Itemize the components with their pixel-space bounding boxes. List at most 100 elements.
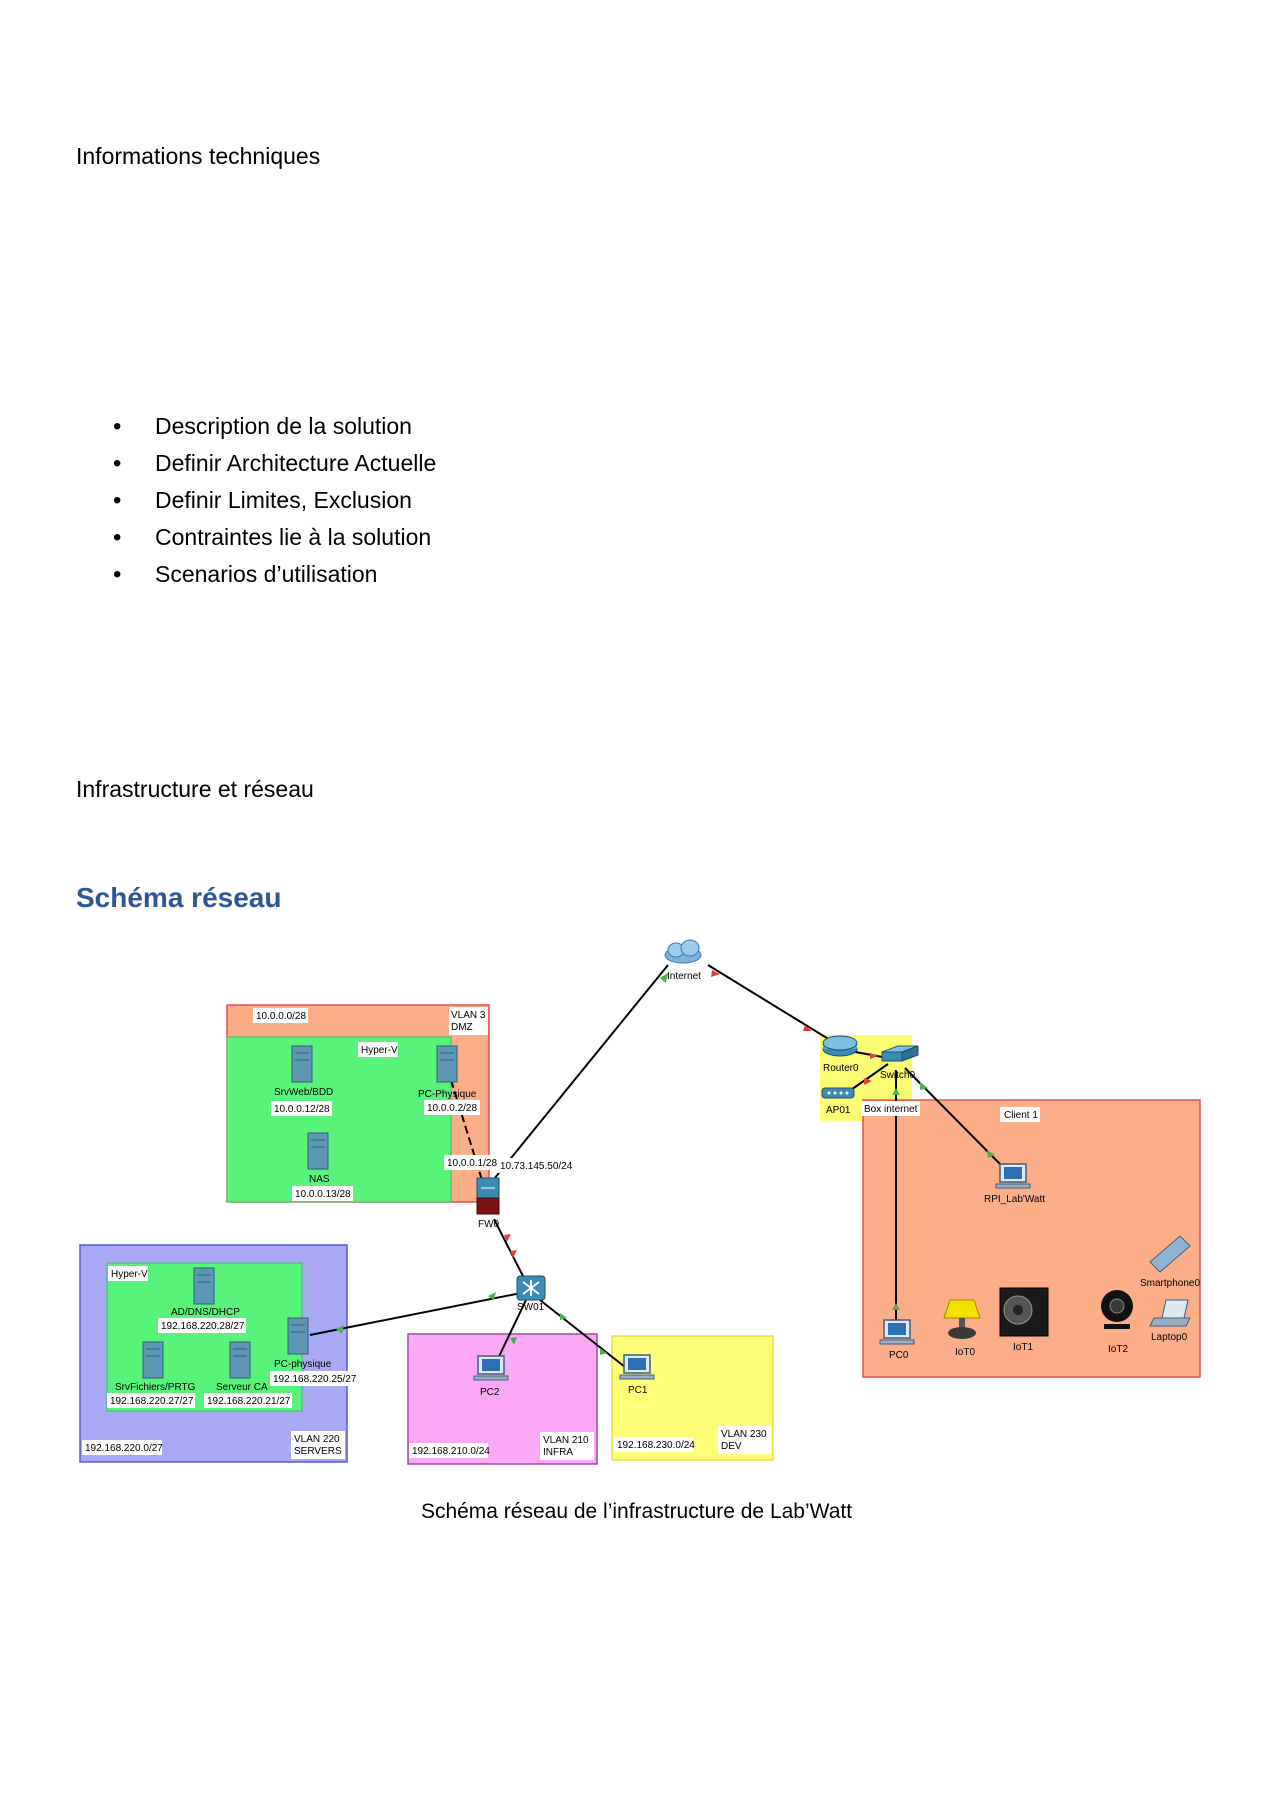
server-icon[interactable] <box>307 1132 329 1170</box>
infra-name: INFRA <box>543 1447 573 1458</box>
link-internet-router <box>707 964 836 1044</box>
link-status-up <box>920 1082 928 1090</box>
pc-icon[interactable] <box>619 1354 655 1380</box>
servers-name: SERVERS <box>294 1446 342 1457</box>
figure-caption: Schéma réseau de l’infrastructure de Lab… <box>420 1500 853 1523</box>
link-status-up <box>560 1313 567 1320</box>
bullet-list: Description de la solution Definir Archi… <box>113 408 436 593</box>
link-fw-sw01 <box>493 1218 527 1283</box>
srvweb-label: SrvWeb/BDD <box>274 1087 333 1098</box>
internet-label: Internet <box>667 971 701 982</box>
pc-icon[interactable] <box>879 1319 915 1345</box>
internet-cloud-icon[interactable] <box>664 939 702 964</box>
dmz-subnet-label: 10.0.0.0/28 <box>256 1011 306 1022</box>
srvfichiers-label: SrvFichiers/PRTG <box>115 1382 196 1393</box>
link-status-up <box>892 1303 900 1310</box>
sw01-label: SW01 <box>517 1302 545 1313</box>
ad-label: AD/DNS/DHCP <box>171 1307 240 1318</box>
dmz-hyperv-label-bg <box>358 1042 398 1057</box>
client-label-bg <box>1000 1107 1040 1122</box>
link-status-down <box>864 1078 872 1085</box>
infra-vlan-bg <box>540 1432 594 1460</box>
link-status-down <box>870 1053 878 1059</box>
router0-label: Router0 <box>823 1063 859 1074</box>
dmz-hyperv-label: Hyper-V <box>361 1045 398 1056</box>
pc-icon[interactable] <box>995 1163 1031 1189</box>
server-icon[interactable] <box>436 1045 458 1083</box>
smartphone-label: Smartphone0 <box>1140 1278 1200 1289</box>
switch0-label: Switch0 <box>880 1070 915 1081</box>
link-ap-switch <box>847 1063 889 1093</box>
fw-wan-ip: 10.73.145.50/24 <box>500 1161 573 1172</box>
server-icon[interactable] <box>229 1341 251 1379</box>
client-label: Client 1 <box>1004 1110 1038 1121</box>
multilayer-switch-icon[interactable] <box>516 1275 546 1301</box>
pc-icon[interactable] <box>473 1355 509 1381</box>
iot2-label: IoT2 <box>1108 1344 1128 1355</box>
dmz-vlan-label: VLAN 3 <box>451 1010 486 1021</box>
srvfichiers-ip-bg <box>107 1393 195 1408</box>
section-title-infrastructure: Infrastructure et réseau <box>76 776 314 802</box>
link-status-up <box>600 1348 607 1355</box>
srvfichiers-ip: 192.168.220.27/27 <box>110 1396 194 1407</box>
access-point-icon[interactable] <box>821 1087 855 1099</box>
bullet-item: Scenarios d’utilisation <box>113 556 436 593</box>
iot0-label: IoT0 <box>955 1347 975 1358</box>
bullet-item: Description de la solution <box>113 408 436 445</box>
servers-subnet: 192.168.220.0/27 <box>85 1443 163 1454</box>
link-status-down <box>510 1250 517 1258</box>
laptop-label: Laptop0 <box>1151 1332 1188 1343</box>
server-icon[interactable] <box>142 1341 164 1379</box>
link-status-down <box>504 1234 511 1242</box>
router-icon[interactable] <box>822 1035 858 1057</box>
servers-subnet-bg <box>82 1440 162 1455</box>
pc-physique-srv-ip-bg <box>270 1371 355 1386</box>
serveur-ca-ip-bg <box>204 1393 292 1408</box>
iot1-label: IoT1 <box>1013 1342 1033 1353</box>
pc1-label: PC1 <box>628 1385 648 1396</box>
dev-subnet-bg <box>614 1437 693 1452</box>
smartphone-icon[interactable] <box>1149 1235 1191 1273</box>
bullet-item: Contraintes lie à la solution <box>113 519 436 556</box>
infra-subnet-bg <box>409 1443 488 1458</box>
servers-hyperv-label: Hyper-V <box>111 1269 148 1280</box>
dev-vlan-bg <box>718 1426 771 1454</box>
pc-physique-srv-label: PC-physique <box>274 1359 332 1370</box>
infra-vlan: VLAN 210 <box>543 1435 589 1446</box>
speaker-icon[interactable] <box>999 1287 1049 1337</box>
servers-hyperv-label-bg <box>108 1266 148 1281</box>
link-status-up <box>892 1088 900 1095</box>
gw-ip-bg <box>444 1155 499 1170</box>
ad-ip-bg <box>158 1318 246 1333</box>
fw-label: FW0 <box>478 1219 500 1230</box>
pc-physique-dmz-ip: 10.0.0.2/28 <box>427 1103 477 1114</box>
link-status-up <box>336 1325 344 1334</box>
switch-icon[interactable] <box>881 1045 919 1062</box>
nas-ip: 10.0.0.13/28 <box>295 1189 351 1200</box>
page-heading: Schéma réseau <box>76 882 282 913</box>
firewall-icon[interactable] <box>476 1177 500 1215</box>
server-icon[interactable] <box>291 1045 313 1083</box>
link-status-up <box>987 1150 995 1158</box>
link-status-up <box>660 973 668 983</box>
infra-subnet: 192.168.210.0/24 <box>412 1446 490 1457</box>
pc-physique-dmz-ip-bg <box>424 1100 480 1115</box>
ap01-label: AP01 <box>826 1105 851 1116</box>
pc2-label: PC2 <box>480 1387 500 1398</box>
nas-label: NAS <box>309 1174 330 1185</box>
network-diagram: Internet 10.0.0.0/28 VLAN 3 DMZ Hyper-V … <box>79 939 1201 1465</box>
laptop-icon[interactable] <box>1149 1299 1191 1327</box>
fw-wan-ip-bg <box>498 1158 572 1173</box>
dev-subnet: 192.168.230.0/24 <box>617 1440 695 1451</box>
link-status-up <box>488 1292 496 1300</box>
srvweb-ip-bg <box>271 1101 332 1116</box>
camera-icon[interactable] <box>1101 1290 1133 1329</box>
link-sw01-servers <box>309 1291 527 1336</box>
server-icon[interactable] <box>287 1317 309 1355</box>
bullet-item: Definir Architecture Actuelle <box>113 445 436 482</box>
dmz-vlan-label-bg <box>449 1007 488 1035</box>
serveur-ca-label: Serveur CA <box>216 1382 268 1393</box>
lamp-icon[interactable] <box>943 1299 981 1339</box>
box-label-bg <box>861 1101 920 1116</box>
server-icon[interactable] <box>193 1267 215 1305</box>
